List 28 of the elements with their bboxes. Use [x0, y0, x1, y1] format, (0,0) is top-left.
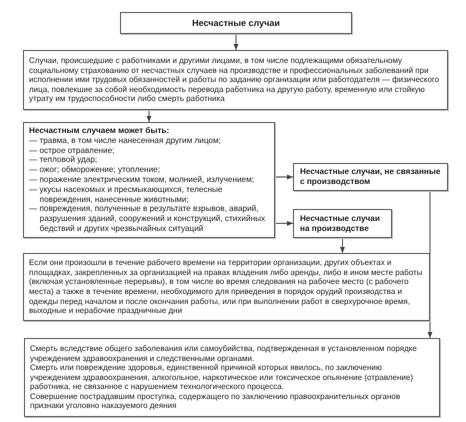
list-heading: Несчастным случаем может быть:	[29, 126, 170, 136]
title-text: Несчастные случаи	[191, 18, 281, 28]
list-item: — повреждения, полученные в результате взрывов, аварий, разрушения зданий, сооружений и конструкций, стихийных бедствий и других чрезвычайных ситуаций	[29, 204, 266, 234]
heading-box	[120, 12, 352, 34]
list-item: — поражение электрическим током, молнией, излучением;	[29, 174, 256, 185]
arrow	[274, 220, 294, 226]
body-text: Если они произошли в течение рабочего времени на территории организации, других объектах и площадках, закрепленных за организацией на правах владения либо аренды, либо в ином месте работы (включая установленные перерывы), в том числе во время следования на рабочее место (с рабочего места) а также в течение времени, необходимого для приведения в порядок орудий производства и одежды перед началом и после окончания работы, или при выполнении работ в сверхурочное время, выходные и нерабочие праздничные дни	[29, 258, 424, 316]
exclusion-box	[24, 338, 440, 417]
list-item: — травма, в том числе нанесенная другим лицом;	[29, 136, 222, 146]
body-text: Смерть или повреждение здоровья, единственной причиной которых явилось, по заключению учреждением здравоохранения, алкогольное, наркотическое или токсическое опьянение (отравление) работника, не связанное с нарушением технологического процесса.	[30, 363, 414, 392]
list-box	[23, 122, 275, 238]
list-item: — тепловой удар;	[29, 155, 98, 166]
list-item: — ожог; обморожение; утопление;	[29, 165, 161, 175]
condition-box	[23, 253, 430, 321]
body-text: Случаи, происшедшие с работниками и другими лицами, в том числе подлежащими обязательному социальному страхованию от несчастных случаев на производстве и профессиональных заболеваний при исполнении ими трудовых обязанностей и работы по заданию организации или работодателя — физического лица, повлекшие за собой необходимость перевода работника на другую работу, временную или стойкую утрату им трудоспособности либо смерть работника	[29, 56, 440, 104]
heading-text: Несчастные случаи, не связанные с производством	[300, 167, 441, 187]
list-item: — укусы насекомых и пресмыкающихся, телесные повреждения, нанесенные животными;	[29, 184, 224, 204]
heading-text: Несчастные случаи на производстве	[300, 214, 381, 234]
category-box	[293, 209, 392, 238]
list-item: — острое отравление;	[29, 146, 116, 156]
arrow	[340, 238, 345, 254]
body-text: Совершение пострадавшим проступка, содержащего по заключению правоохранительных органов признаки уголовно наказуемого деяния	[30, 392, 402, 412]
body-text: Смерть вследствие общего заболевания или самоубийства, подтвержденная в установленном порядке учреждением здравоохранения и следственными органами.	[30, 344, 418, 364]
definition-box	[23, 50, 448, 110]
arrow	[146, 110, 152, 122]
category-box	[293, 163, 448, 191]
arrow	[274, 174, 294, 180]
arrow	[234, 34, 238, 50]
